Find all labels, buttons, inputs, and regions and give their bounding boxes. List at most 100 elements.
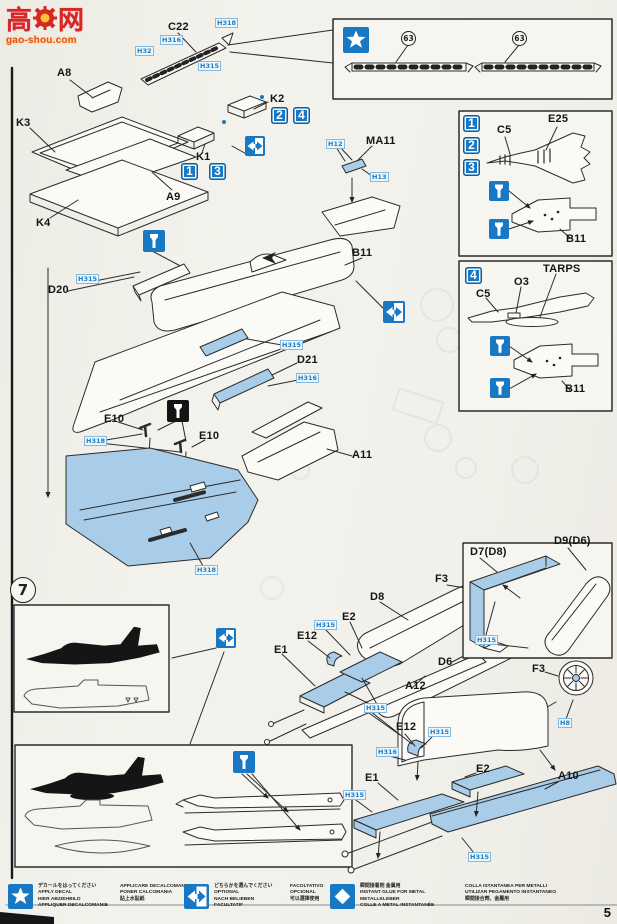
paint-callout: H315 bbox=[280, 340, 304, 350]
watermark-domain: gao-shou.com bbox=[6, 35, 77, 46]
inset-box-step-4 bbox=[458, 260, 613, 412]
section7-boxes bbox=[13, 604, 353, 868]
paint-callout: H315 bbox=[475, 635, 499, 645]
part-label-e25: E25 bbox=[548, 113, 569, 125]
step-badge-1: 1 bbox=[181, 163, 198, 180]
part-label-c22: C22 bbox=[168, 21, 189, 33]
glue-icon bbox=[143, 230, 165, 257]
part-label-a10: A10 bbox=[558, 770, 579, 782]
a11-drawing bbox=[241, 401, 353, 481]
inset1-step-badge-1: 1 bbox=[463, 115, 480, 132]
glue-icon bbox=[490, 336, 510, 361]
reverse-side-bleedthrough bbox=[260, 288, 539, 600]
part-label-f3: F3 bbox=[435, 573, 449, 585]
part-label-d8: D8 bbox=[370, 591, 385, 603]
part-label-e1: E1 bbox=[365, 772, 379, 784]
cockpit-tub-drawing bbox=[29, 116, 209, 237]
c22-strip-drawing bbox=[140, 32, 234, 86]
inset-box-steps-123 bbox=[458, 110, 613, 257]
inset1-step-badge-2: 2 bbox=[463, 137, 480, 154]
paint-callout: H13 bbox=[370, 172, 389, 182]
part-label-k1: K1 bbox=[196, 151, 211, 163]
watermark-char-left: 高 bbox=[6, 5, 33, 36]
d20-d21-drawing bbox=[67, 263, 304, 411]
fuselage-b11-drawing bbox=[45, 238, 384, 498]
part-label-a9: A9 bbox=[166, 191, 181, 203]
paint-callout: H316 bbox=[160, 35, 184, 45]
paint-callout: H32 bbox=[135, 46, 154, 56]
paint-callout: H318 bbox=[195, 565, 219, 575]
part-label-ma11: MA11 bbox=[366, 135, 396, 147]
paint-callout: H318 bbox=[84, 436, 108, 446]
part-label-d7: D7(D8) bbox=[470, 546, 507, 558]
part-label-b11: B11 bbox=[566, 233, 587, 245]
page-number: 5 bbox=[603, 905, 611, 920]
wing-underside-drawing bbox=[65, 447, 259, 567]
part-label-f3: F3 bbox=[532, 663, 546, 675]
inset2-step-badge-4: 4 bbox=[465, 267, 482, 284]
optional-icon bbox=[245, 136, 265, 161]
part-label-tarps: TARPS bbox=[543, 263, 581, 275]
part-label-e1: E1 bbox=[274, 644, 288, 656]
paint-callout: H8 bbox=[558, 718, 572, 728]
paint-callout: H315 bbox=[364, 703, 388, 713]
part-label-d20: D20 bbox=[48, 284, 69, 296]
part-label-e10: E10 bbox=[104, 413, 125, 425]
paint-callout: H315 bbox=[428, 727, 452, 737]
ma11-intake-drawing bbox=[321, 145, 401, 237]
instant-glue-diamond-icon bbox=[330, 884, 355, 914]
paint-callout: H315 bbox=[198, 61, 222, 71]
part-label-a11: A11 bbox=[352, 449, 373, 461]
part-label-o3: O3 bbox=[514, 276, 530, 288]
part-label-e2: E2 bbox=[476, 763, 490, 775]
step-badge-3: 3 bbox=[209, 163, 226, 180]
part-label-e12: E12 bbox=[396, 721, 417, 733]
glue-icon bbox=[489, 219, 509, 244]
decal-inset-box bbox=[227, 18, 613, 100]
paint-callout: H316 bbox=[296, 373, 320, 383]
gear-thumb-icon bbox=[33, 6, 58, 35]
decal-number: 63 bbox=[512, 31, 527, 46]
paint-callout: H315 bbox=[468, 852, 492, 862]
optional-icon bbox=[383, 301, 405, 328]
k1-k2-parts-drawing bbox=[177, 95, 269, 157]
paint-callout: H318 bbox=[215, 18, 239, 28]
duct-a10-assembly-drawing bbox=[341, 691, 617, 874]
decal-number: 63 bbox=[401, 31, 416, 46]
paint-callout: H315 bbox=[343, 790, 367, 800]
part-label-d9: D9(D6) bbox=[554, 535, 591, 547]
watermark-logo: 高 网 gao-shou.com bbox=[6, 6, 116, 46]
part-label-e10: E10 bbox=[199, 430, 220, 442]
step-badge-2: 2 bbox=[271, 107, 288, 124]
page-rules bbox=[0, 66, 617, 924]
part-label-b11: B11 bbox=[352, 247, 373, 259]
paint-callout: H315 bbox=[314, 620, 338, 630]
part-label-e12: E12 bbox=[297, 630, 318, 642]
glue-icon bbox=[490, 378, 510, 403]
do-not-glue-icon bbox=[167, 400, 189, 427]
optional-icon bbox=[184, 884, 209, 914]
part-label-k2: K2 bbox=[270, 93, 285, 105]
decal-star-icon bbox=[343, 27, 369, 58]
paint-callout: H316 bbox=[376, 747, 400, 757]
part-label-c5: C5 bbox=[476, 288, 491, 300]
part-label-a12: A12 bbox=[405, 680, 426, 692]
part-label-b11: B11 bbox=[565, 383, 586, 395]
part-label-e2: E2 bbox=[342, 611, 356, 623]
decal-star-icon bbox=[8, 884, 33, 914]
part-label-a8: A8 bbox=[57, 67, 72, 79]
paint-callout: H12 bbox=[326, 139, 345, 149]
part-label-d6: D6 bbox=[438, 656, 453, 668]
section-number: 7 bbox=[10, 577, 36, 603]
step-badge-4: 4 bbox=[293, 107, 310, 124]
windscreen-console-drawing bbox=[69, 79, 123, 113]
part-label-c5: C5 bbox=[497, 124, 512, 136]
